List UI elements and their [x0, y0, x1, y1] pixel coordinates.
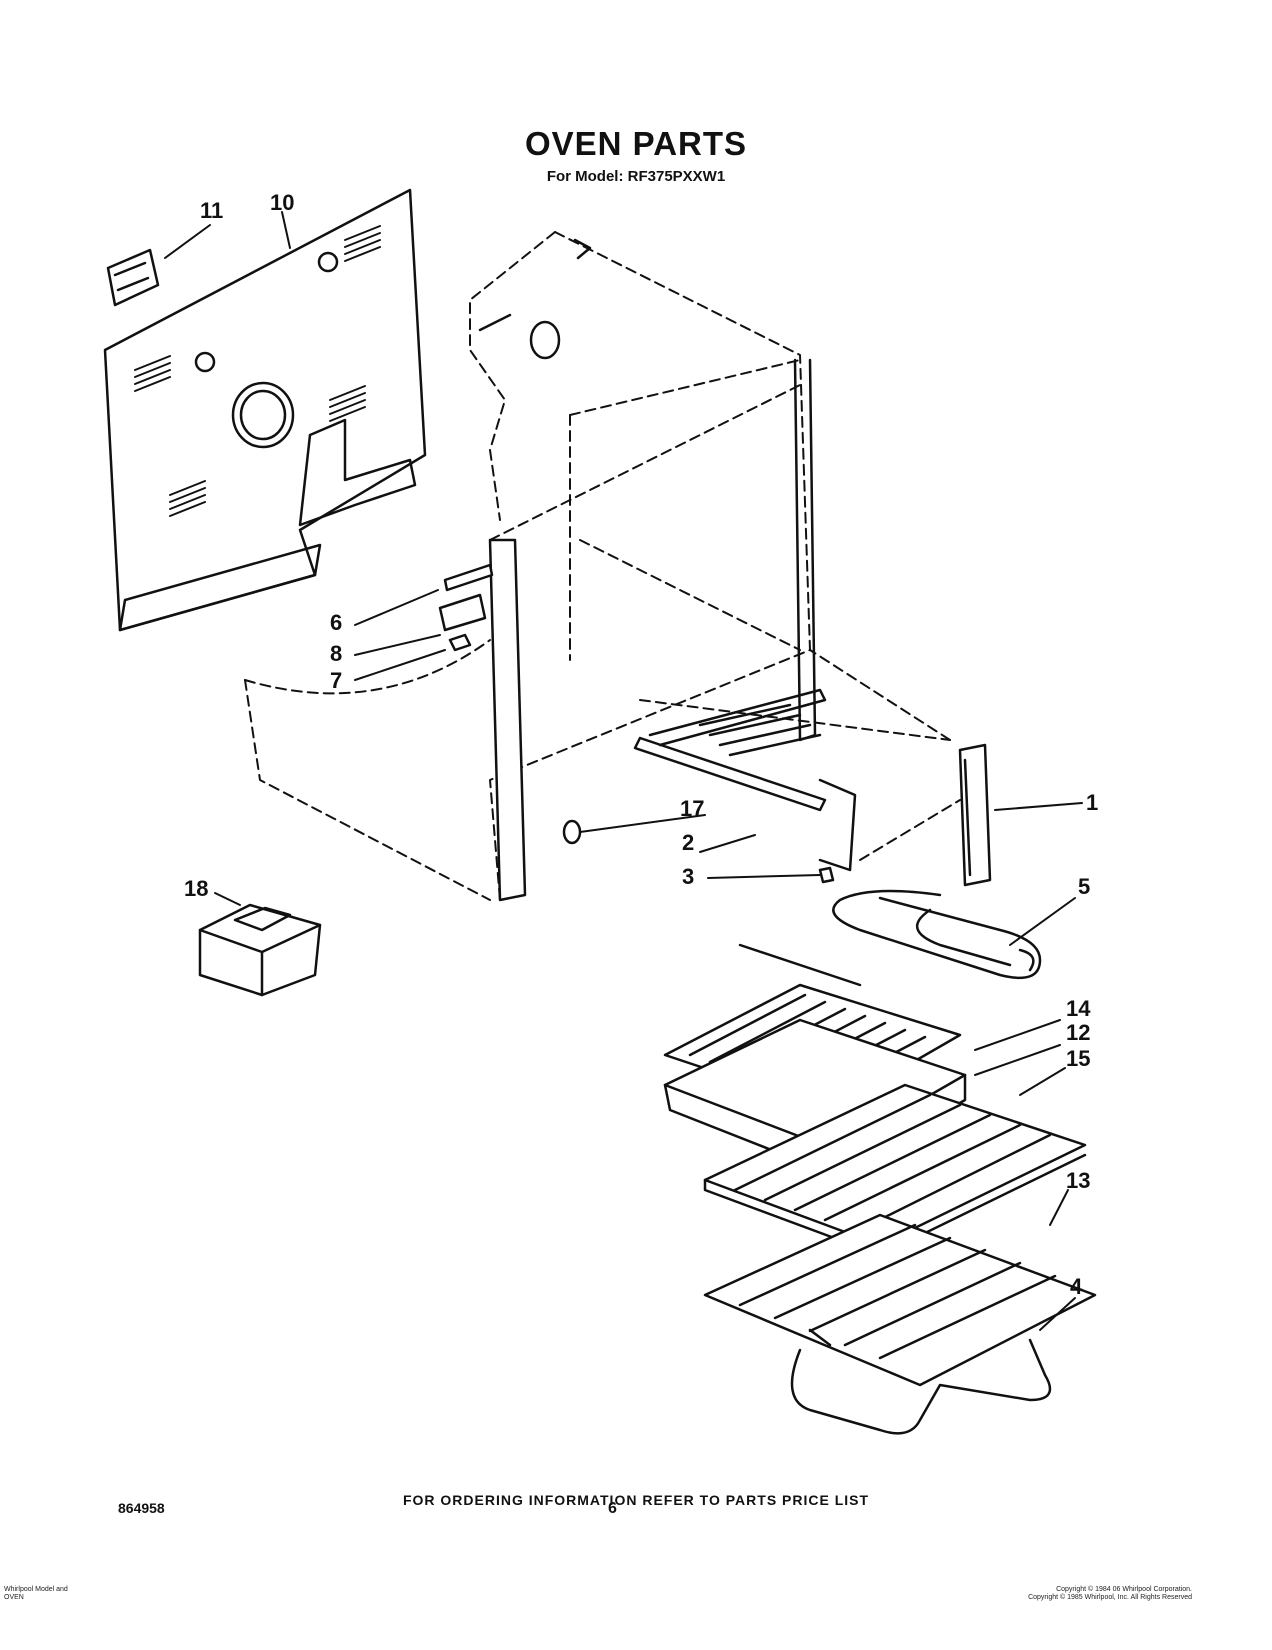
footer-right-line-2: Copyright © 1985 Whirlpool, Inc. All Rig…: [1028, 1594, 1192, 1601]
callout-14: 13: [1066, 1168, 1091, 1193]
callout-5: 5: [1078, 874, 1091, 899]
callout-17: 17: [680, 796, 705, 821]
callout-4: 4: [1070, 1274, 1083, 1299]
bake-element-part-4: [790, 1328, 1052, 1435]
grommet-part-17: [562, 819, 582, 845]
screw-part-3: [818, 866, 835, 884]
callout-13: 14: [1066, 996, 1091, 1021]
box-part-18: [198, 903, 322, 997]
callout-2: 2: [682, 830, 695, 855]
cavity-side-frame: [478, 238, 817, 902]
plate-part-11: [106, 248, 160, 307]
vent-part-1: [958, 743, 992, 887]
callout-7: 7: [330, 668, 343, 693]
leader-lines: [164, 211, 1083, 1331]
footer-left-line-2: OVEN: [4, 1594, 24, 1601]
callout-3: 3: [682, 864, 695, 889]
callout-1: 1: [1086, 790, 1099, 815]
broil-element-part-5: [738, 889, 1042, 987]
callout-10: 10: [270, 190, 295, 215]
ordering-note: FOR ORDERING INFORMATION REFER TO PARTS …: [402, 1492, 870, 1508]
oven-rack-part-15: [703, 1083, 1087, 1257]
oven-cavity-outline: [244, 231, 961, 901]
clip-part-8: [448, 633, 472, 652]
footer-right-small: Copyright © 1984 06 Whirlpool Corporatio…: [1028, 1586, 1192, 1602]
footer-left-small: Whirlpool Model and OVEN: [4, 1586, 68, 1602]
rear-panel-part-10: [103, 188, 427, 632]
callout-8: 8: [330, 641, 343, 666]
footer-left-line-1: Whirlpool Model and: [4, 1586, 68, 1593]
model-line: For Model: RF375PXXW1: [546, 168, 726, 185]
callout-12: 12: [1066, 1020, 1091, 1045]
footer-right-line-1: Copyright © 1984 06 Whirlpool Corporatio…: [1056, 1586, 1192, 1593]
document-number: 864958: [118, 1500, 165, 1516]
page-number: 6: [608, 1500, 617, 1517]
callout-18: 18: [184, 876, 209, 901]
bracket-part-6: [438, 563, 494, 632]
callout-6: 6: [330, 610, 343, 635]
oven-rack-part-14: [703, 1213, 1097, 1387]
callout-11: 11: [200, 198, 224, 223]
callout-15: 15: [1066, 1046, 1091, 1071]
page-title: OVEN PARTS: [524, 125, 748, 162]
trim-rail-part-2: [633, 688, 857, 872]
